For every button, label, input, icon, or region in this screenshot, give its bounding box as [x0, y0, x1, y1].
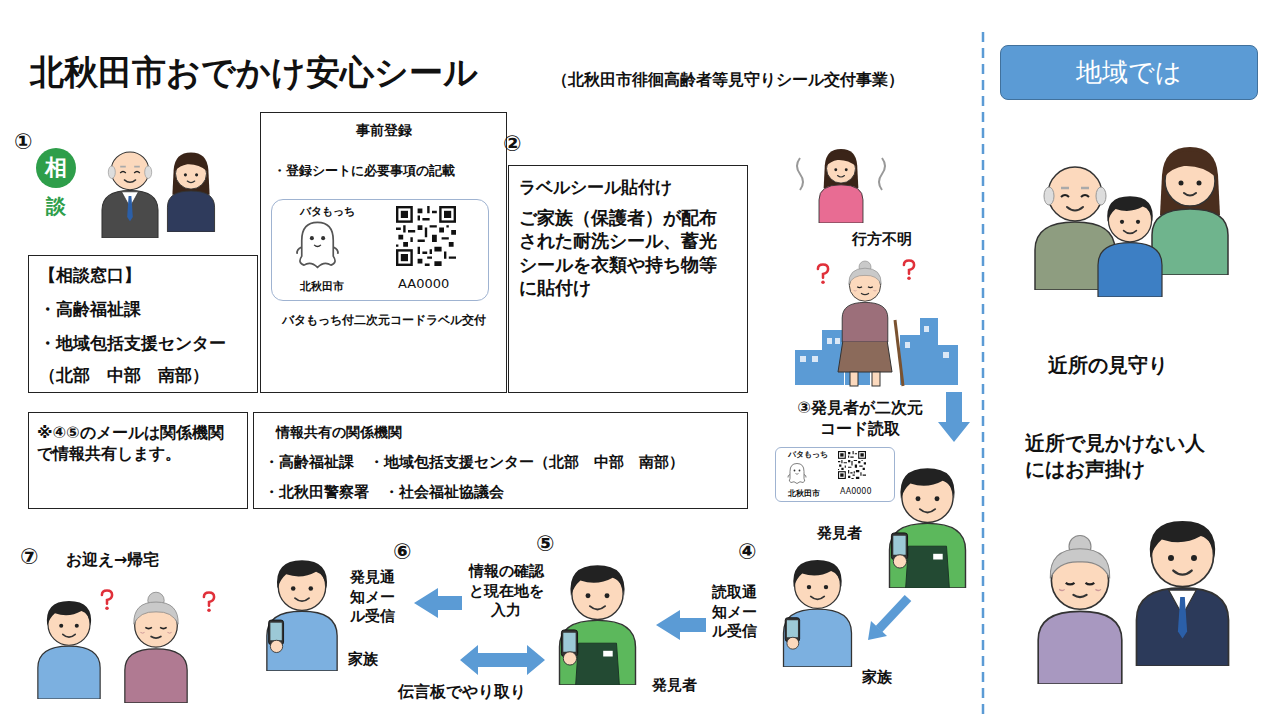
missing-elder: [842, 261, 888, 342]
contact-box: 【相談窓口】・高齢福祉課・地域包括支援センター （北部 中部 南部）: [28, 255, 258, 393]
mother: [1152, 147, 1228, 275]
callout-number: ⑦: [20, 543, 39, 572]
badge-char: 談: [46, 193, 66, 219]
elder-woman: [125, 592, 187, 703]
box-text: ・高齢福祉課: [39, 298, 141, 320]
box-heading: バタもっち: [300, 205, 355, 219]
elder-woman: [1038, 536, 1122, 685]
title: 北秋田市おでかけ安心シール: [30, 50, 478, 94]
apron: [906, 546, 950, 588]
step-label: お迎え→帰宅: [66, 550, 159, 571]
role-label: 発見者: [817, 524, 862, 544]
callout-number: ④: [738, 538, 757, 567]
note-box: ※④⑤のメールは関係機関で情報共有します。: [28, 412, 248, 509]
qr-code: [838, 451, 866, 479]
leg: [872, 372, 880, 386]
status-label: 行方不明: [852, 230, 912, 250]
finder-person: [890, 468, 966, 588]
box-heading: ※④⑤のメールは関係機関で情報共有します。: [37, 423, 237, 465]
note-label: 近所で見かけない人にはお声掛け: [1025, 430, 1215, 482]
flow-arrow: [414, 588, 462, 618]
tie: [122, 192, 139, 221]
subtitle: （北秋田市徘徊高齢者等見守りシール交付事業）: [552, 70, 904, 91]
box-heading: 情報共有の関係機関: [276, 423, 402, 441]
box-text: ・高齢福祉課 ・地域包括支援センター（北部 中部 南部）: [264, 453, 684, 473]
divider-line: [982, 32, 985, 720]
suit-man: [1137, 521, 1229, 666]
box-heading: 地域では: [1003, 56, 1255, 90]
smartphone: [785, 618, 799, 649]
consulting-man: [102, 152, 158, 238]
smartphone: [269, 620, 284, 653]
box-text: ご家族（保護者）が配布された耐洗シール、蓄光シールを衣類や持ち物等に貼付け: [519, 206, 724, 300]
box-text: （北部 中部 南部）: [39, 364, 209, 386]
registration-box: 事前登録・登録シートに必要事項の記載バタもっち付二次元コードラベル交付 バタもっち…: [260, 112, 507, 393]
question-mark: [204, 592, 214, 612]
box-text: ・北秋田警察署 ・社会福祉協議会: [264, 483, 504, 503]
role-label: 発見者: [652, 676, 697, 696]
callout-number: ①: [14, 128, 33, 157]
step-label: ③発見者が二次元コード読取: [790, 398, 930, 440]
question-mark: [818, 264, 828, 284]
note-label: 近所の見守り: [1048, 352, 1168, 378]
badge-char: 相: [43, 154, 69, 183]
step-label: 発見通知メール受信: [350, 568, 398, 627]
flow-arrow: [938, 392, 970, 442]
leg: [850, 372, 858, 386]
cane: [895, 320, 903, 386]
flow-arrow: [879, 598, 908, 629]
question-mark: [102, 590, 112, 610]
qr-label: バタもっち北秋田市 AA0000: [775, 447, 895, 502]
question-mark: [904, 260, 914, 280]
callout-number: ⑤: [536, 530, 555, 559]
sticker-box: ラベルシール貼付けご家族（保護者）が配布された耐洗シール、蓄光シールを衣類や持ち…: [508, 165, 748, 393]
mascot: [788, 464, 806, 484]
worried-woman: [819, 149, 863, 223]
step-label: 情報の確認と現在地を入力: [466, 562, 546, 621]
callout-number: ⑥: [393, 538, 412, 567]
box-text: AA0000: [840, 487, 872, 497]
worry-mark: [879, 158, 885, 190]
qr-code: [396, 206, 456, 266]
flow-arrow: [656, 610, 706, 640]
double-arrow: [460, 645, 545, 675]
box-text: ・地域包括支援センター: [39, 332, 226, 354]
tie: [1169, 590, 1197, 638]
arrow-label: 伝言板でやり取り: [398, 682, 526, 703]
consult-badge: [36, 148, 76, 188]
worry-mark: [797, 158, 803, 190]
smartphone: [561, 630, 577, 665]
apron: [576, 643, 620, 685]
mascot: [297, 222, 338, 267]
finder-person: [560, 565, 636, 685]
step-label: 読取通知メール受信: [712, 583, 760, 642]
box-heading: バタもっち: [788, 450, 828, 460]
box-text: 北秋田市: [788, 489, 820, 499]
staff-woman: [167, 153, 214, 232]
callout-number: ②: [503, 130, 522, 159]
family-person: [38, 601, 100, 699]
box-heading: 【相談窓口】: [39, 264, 141, 286]
smartphone: [891, 533, 907, 568]
role-label: 家族: [348, 650, 378, 670]
box-text: AA0000: [398, 276, 449, 293]
box-heading: 事前登録: [263, 121, 504, 139]
role-label: 家族: [862, 668, 892, 688]
region-header: 地域では: [1000, 45, 1258, 100]
agency-box: 情報共有の関係機関・高齢福祉課 ・地域包括支援センター（北部 中部 南部） ・北秋…: [253, 412, 748, 509]
flow-arrowhead: [868, 621, 887, 640]
qr-label: バタもっち北秋田市 AA0000: [271, 199, 489, 301]
family-person: [784, 560, 852, 667]
skirt: [838, 340, 892, 372]
family-person: [267, 560, 337, 671]
box-heading: ラベルシール貼付け: [519, 176, 672, 198]
box-text: バタもっち付二次元コードラベル交付: [263, 313, 504, 329]
box-text: ・登録シートに必要事項の記載: [273, 163, 455, 180]
boy: [1098, 196, 1162, 297]
box-text: 北秋田市: [300, 280, 344, 294]
